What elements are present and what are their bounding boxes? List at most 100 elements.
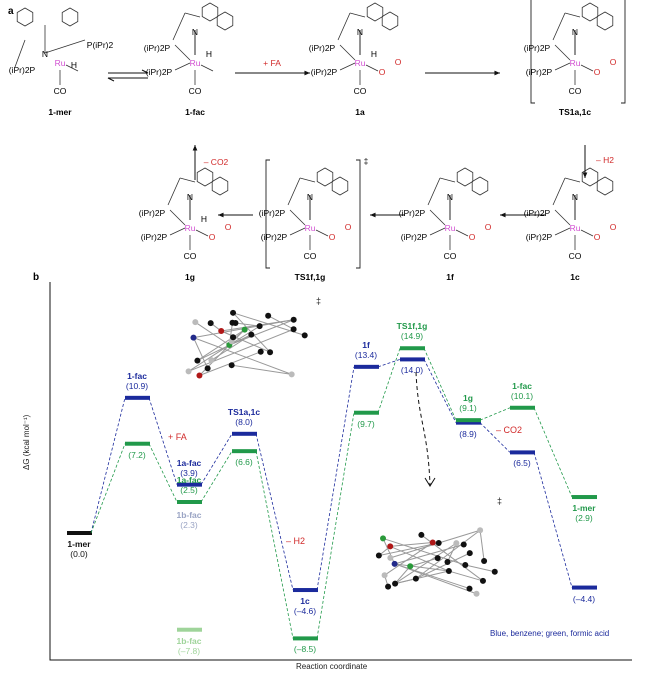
atom-bond: [394, 563, 449, 572]
ts-bracket: [265, 159, 361, 269]
bond: [299, 177, 316, 183]
level-label: 1a-fac: [176, 475, 202, 485]
atom: [385, 583, 392, 590]
level-label: 1a-fac: [176, 457, 202, 468]
atom: [392, 580, 399, 587]
phosphine-label: (iPr)2P: [398, 208, 426, 218]
level-value: (2.9): [575, 513, 593, 524]
phosphine-label: (iPr)2P: [140, 232, 168, 242]
ru-ligand-bond: [455, 229, 469, 237]
energy-level-blue-9: [572, 585, 597, 590]
ru-atom: Ru: [569, 223, 581, 233]
atom: [429, 539, 436, 546]
n-atom: N: [571, 27, 579, 37]
atom: [194, 357, 201, 364]
oxygen-label: O: [593, 67, 601, 77]
aryl-ring: [366, 2, 384, 22]
ts-mark-2: ‡: [497, 496, 503, 506]
atom: [204, 365, 211, 372]
bond: [14, 39, 26, 68]
x-axis-label: Reaction coordinate: [296, 662, 368, 671]
atom: [267, 349, 274, 356]
n-atom: N: [306, 192, 314, 202]
level-label: 1g: [463, 393, 473, 404]
arrow-1a-to-ts-head: [494, 70, 500, 76]
level-value: (3.9): [180, 467, 198, 478]
aryl-ring: [596, 176, 614, 196]
ru-atom: Ru: [569, 58, 581, 68]
phosphine-label: (iPr)2P: [525, 232, 553, 242]
connector-green: [533, 407, 573, 498]
atom-bond: [211, 334, 252, 361]
atom-bond: [415, 552, 470, 580]
connector-green: [479, 407, 511, 421]
atom: [418, 531, 425, 538]
level-label: TS1f,1g: [396, 321, 428, 332]
n-atom: N: [41, 49, 49, 59]
hydride-label: H: [70, 60, 78, 70]
hydride-label: H: [370, 49, 378, 59]
level-value: (–8.5): [293, 644, 317, 655]
energy-level-green-0: [67, 531, 92, 535]
co-label: CO: [443, 251, 457, 261]
bond: [174, 44, 191, 61]
level-value: (8.9): [459, 428, 477, 439]
ru-ligand-bond: [365, 64, 379, 72]
level-label: 1c: [300, 596, 310, 607]
connector-blue: [377, 359, 401, 368]
bond: [429, 227, 446, 236]
atom: [265, 312, 272, 319]
connector-blue: [316, 366, 355, 591]
atom: [290, 326, 297, 333]
level-value: (10.1): [510, 390, 534, 401]
level-label: TS1a,1c: [227, 406, 261, 417]
atom: [228, 362, 235, 369]
atom: [387, 554, 394, 561]
ru-ligand-bond: [580, 229, 594, 237]
ru-ligand-bond: [315, 229, 329, 237]
phosphine-label: (iPr)2P: [138, 208, 166, 218]
oxygen-label: O: [394, 57, 402, 67]
atom: [380, 535, 387, 542]
aryl-ring: [381, 11, 399, 31]
phosphine-label: (iPr)2P: [145, 67, 173, 77]
atom: [387, 543, 394, 550]
energy-level-green-3: [232, 449, 257, 454]
connector-blue: [90, 397, 126, 534]
level-value: (10.9): [125, 380, 149, 391]
panel-a-label: a: [8, 6, 14, 17]
atom-bond: [193, 337, 209, 369]
n-atom: N: [186, 192, 194, 202]
plus-fa-label: + FA: [263, 58, 281, 68]
arrow-1f-to-ts-head: [370, 212, 376, 218]
phosphine-label: (iPr)2P: [523, 43, 551, 53]
ts-mark-1: ‡: [316, 296, 322, 306]
connector-green: [255, 451, 294, 639]
level-label: 1b-fac: [176, 635, 202, 646]
atom-bond: [382, 537, 466, 566]
atom: [190, 334, 197, 341]
connector-blue: [533, 452, 573, 588]
atom-bond: [410, 557, 438, 567]
atom: [481, 557, 488, 564]
bond: [179, 177, 196, 183]
level-label: 1-mer: [572, 503, 596, 514]
atom-bond: [394, 542, 457, 585]
atom-bond: [188, 344, 230, 372]
bond: [439, 177, 456, 183]
atom: [462, 561, 469, 568]
energy-level-green-4: [293, 636, 318, 641]
aryl-ring: [331, 176, 349, 196]
bond: [552, 177, 566, 206]
aryl-ring: [216, 11, 234, 31]
aryl-ring: [201, 2, 219, 22]
energy-level-blue-6: [400, 357, 425, 362]
ru-ligand-bond: [200, 64, 214, 72]
bond: [167, 177, 181, 206]
co-label: CO: [53, 86, 67, 96]
aryl-ring: [211, 176, 229, 196]
co-label: CO: [188, 86, 202, 96]
ts-bracket: [530, 0, 626, 104]
atom-bond: [479, 530, 485, 562]
atom: [445, 568, 452, 575]
